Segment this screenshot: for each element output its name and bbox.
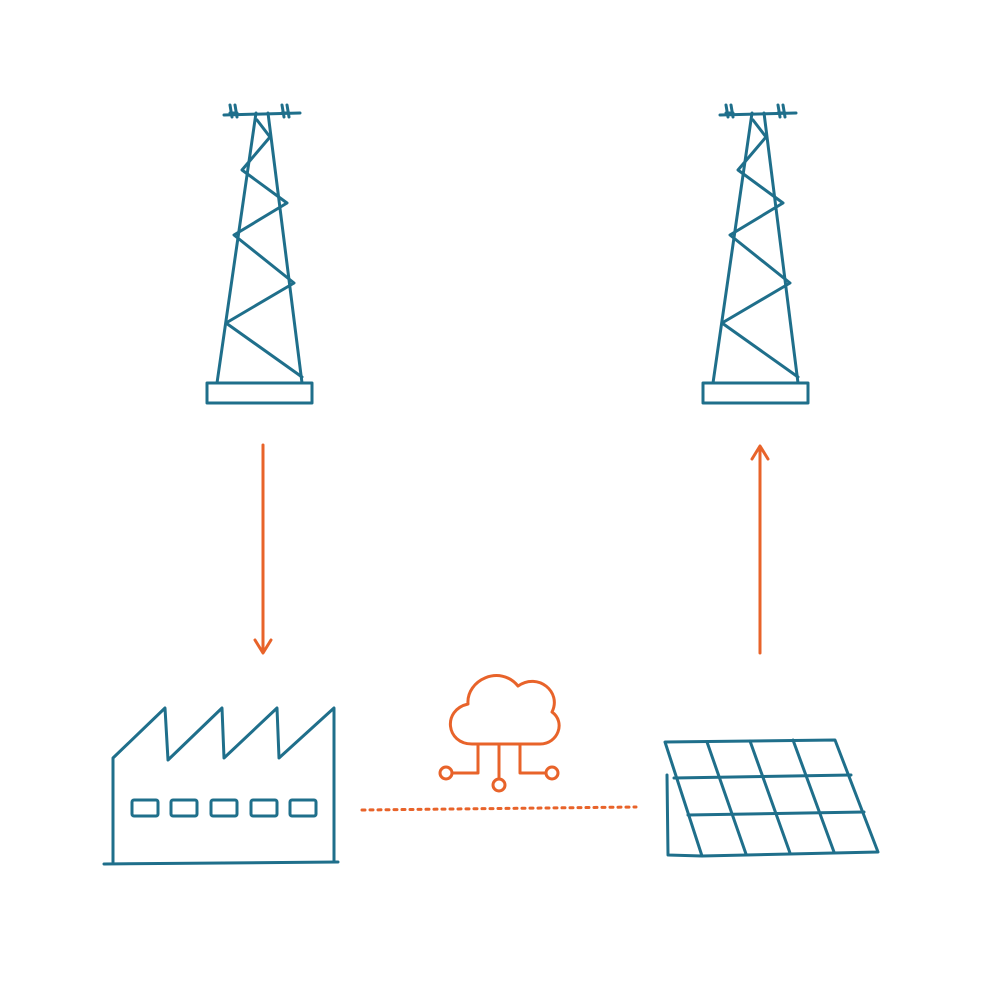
transmission-tower-right — [701, 103, 810, 405]
arrow-tower-to-factory — [253, 443, 273, 655]
cloud-network-icon — [438, 674, 561, 793]
arrow-solar-to-tower — [750, 444, 770, 655]
solar-panel-icon — [663, 738, 880, 858]
transmission-tower-left — [205, 103, 314, 405]
dotted-connection — [360, 805, 638, 812]
factory-icon — [102, 706, 340, 866]
